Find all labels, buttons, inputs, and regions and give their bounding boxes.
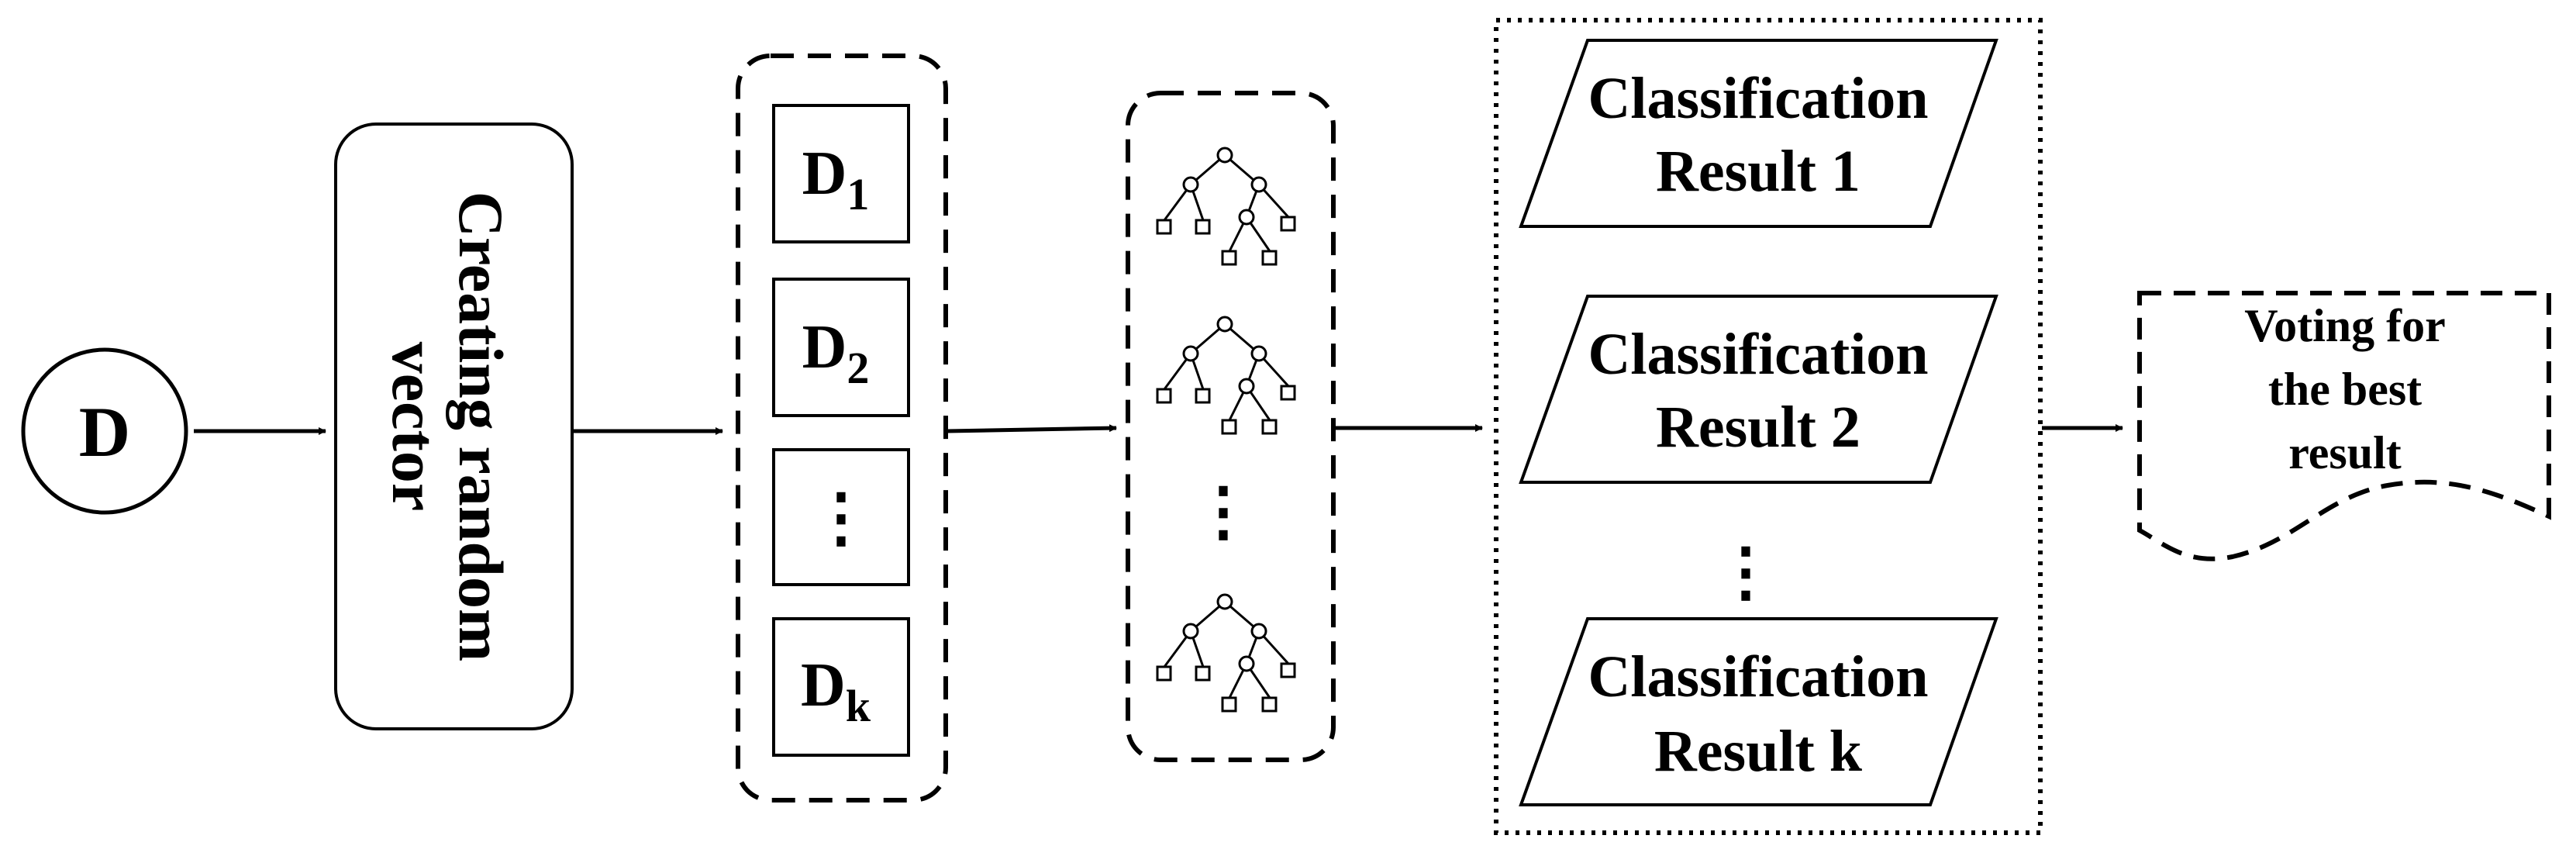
subset-k-base: D bbox=[801, 651, 846, 720]
result-1-line2: Result 1 bbox=[1656, 139, 1860, 204]
subset-box-2: D2 bbox=[772, 278, 910, 417]
result-k-line1: Classification bbox=[1588, 644, 1928, 709]
decision-tree-icon bbox=[1156, 593, 1296, 713]
trees-group: ⋮ bbox=[1126, 91, 1336, 762]
vector-step-box: Creating random vector bbox=[334, 123, 574, 730]
result-parallelogram-2: Classification Result 2 bbox=[1519, 295, 1998, 484]
subset-2-base: D bbox=[802, 313, 847, 381]
svg-text:Dk: Dk bbox=[801, 651, 871, 731]
vector-step-line2: vector bbox=[379, 342, 450, 512]
results-group: Classification Result 1 Classification R… bbox=[1494, 18, 2043, 835]
voting-line2: the best bbox=[2268, 364, 2422, 415]
svg-text:D1: D1 bbox=[802, 140, 870, 219]
result-k-line2: Result k bbox=[1654, 719, 1863, 784]
input-label: D bbox=[79, 392, 130, 471]
subsets-group: D1 D2 ⋮ Dk bbox=[736, 54, 948, 802]
decision-tree-icon bbox=[1156, 316, 1296, 435]
subset-1-base: D bbox=[802, 140, 847, 208]
trees-ellipsis: ⋮ bbox=[1191, 476, 1256, 548]
voting-document: Voting for the best result bbox=[2137, 291, 2551, 561]
result-parallelogram-k: Classification Result k bbox=[1519, 617, 1998, 806]
subset-k-sub: k bbox=[846, 681, 871, 731]
result-2-line2: Result 2 bbox=[1656, 395, 1860, 460]
decision-tree-icon bbox=[1156, 147, 1296, 266]
voting-line1: Voting for bbox=[2244, 300, 2445, 351]
subset-2-sub: 2 bbox=[847, 343, 869, 393]
subset-box-k: Dk bbox=[772, 617, 910, 757]
subset-box-1: D1 bbox=[772, 104, 910, 243]
result-1-line1: Classification bbox=[1588, 66, 1928, 131]
results-ellipsis: ⋮ bbox=[1713, 537, 1778, 609]
subset-box-ellipsis: ⋮ bbox=[772, 448, 910, 586]
vector-step-line1: Creating random bbox=[446, 192, 516, 662]
svg-text:D2: D2 bbox=[802, 313, 870, 393]
result-2-line1: Classification bbox=[1588, 322, 1928, 387]
input-node: D bbox=[21, 347, 188, 515]
result-parallelogram-1: Classification Result 1 bbox=[1519, 39, 1998, 228]
subset-ellipsis: ⋮ bbox=[809, 482, 874, 554]
voting-line3: result bbox=[2288, 427, 2402, 478]
arrow-subsets-to-trees bbox=[947, 424, 1117, 433]
subset-1-sub: 1 bbox=[847, 169, 869, 219]
